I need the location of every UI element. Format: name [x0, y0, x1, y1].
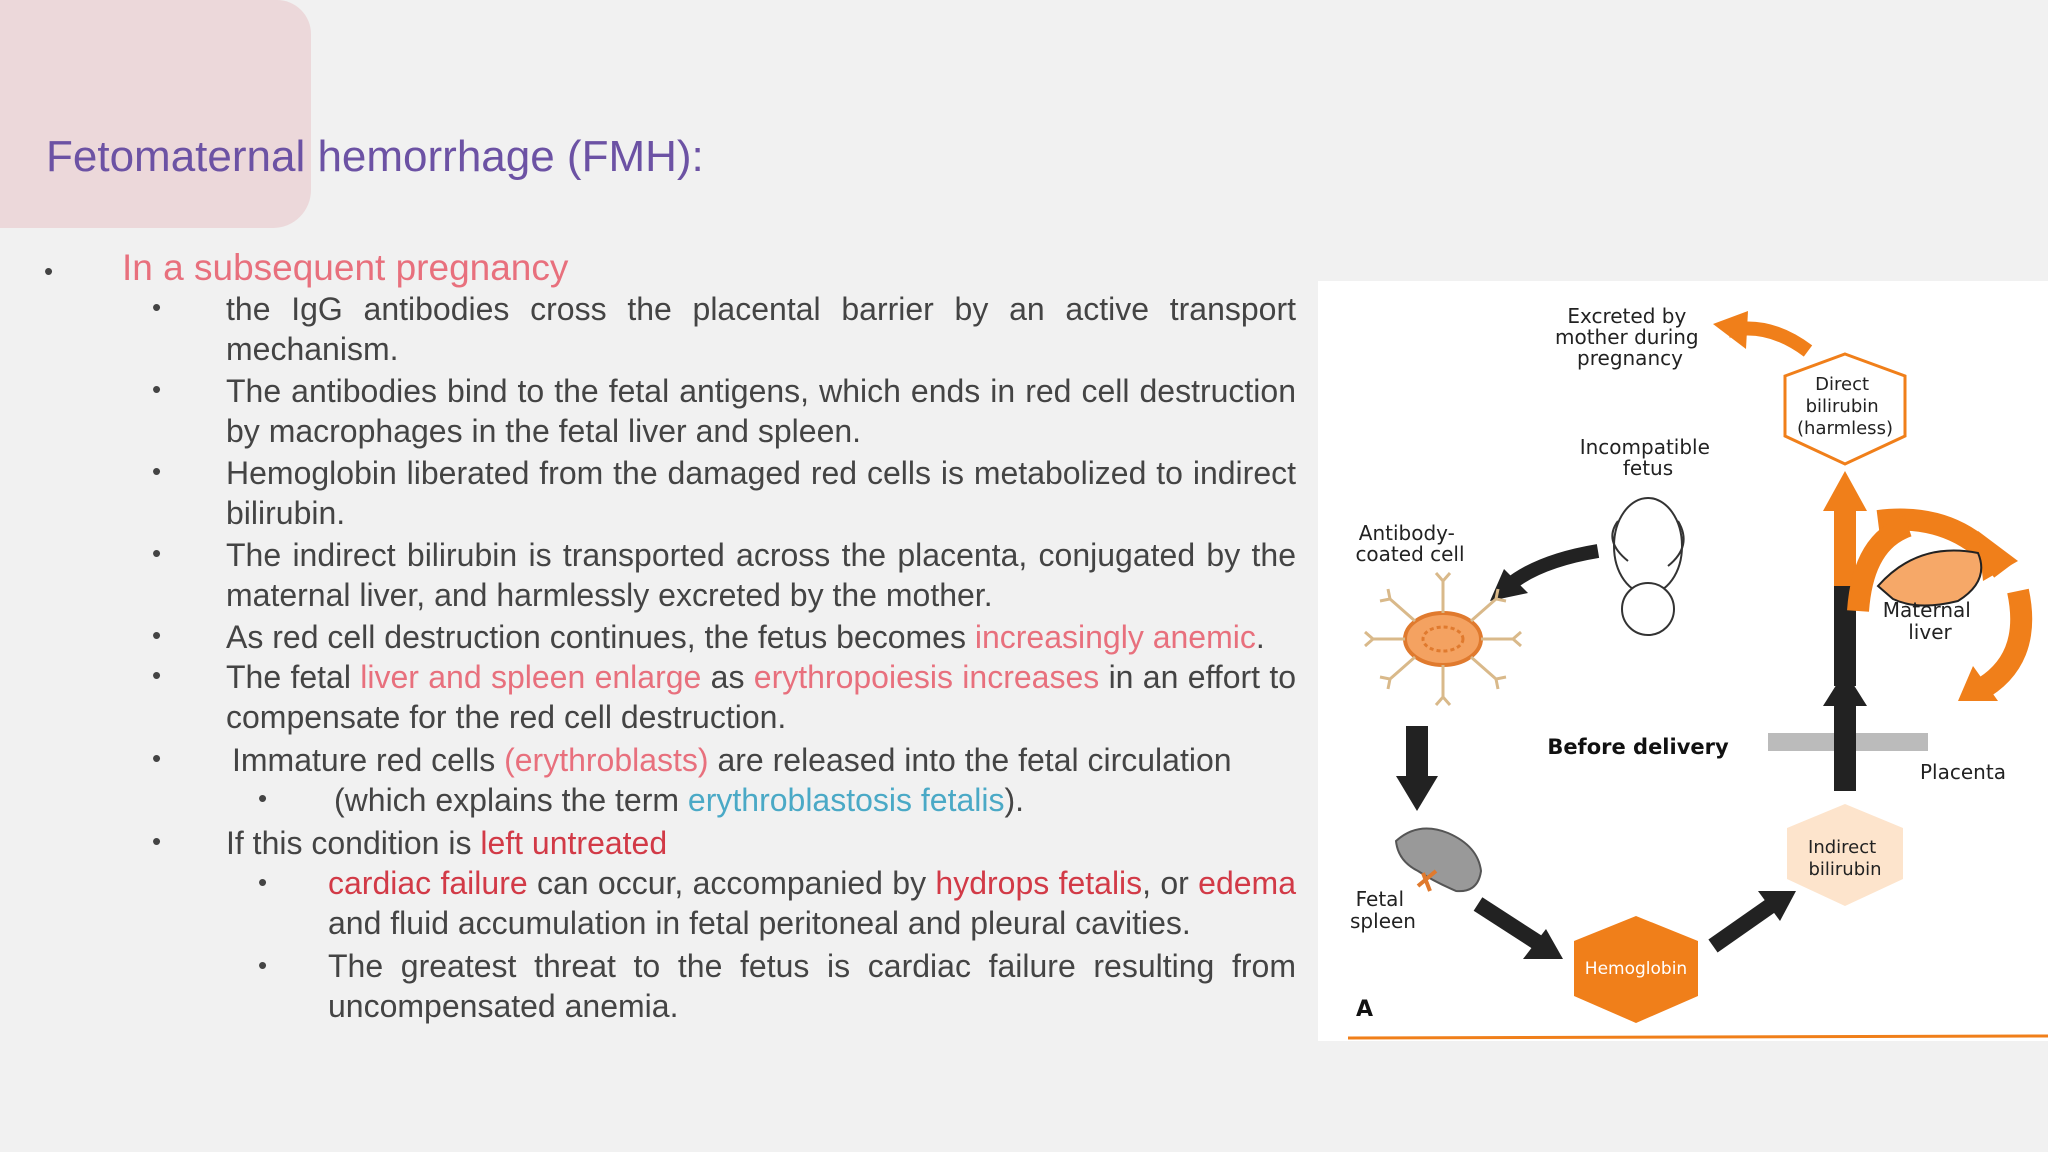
bullet-item-2: The antibodies bind to the fetal antigen…: [226, 373, 1296, 449]
excrete-arrowhead: [1713, 311, 1748, 349]
bullet-dot: •: [152, 374, 162, 404]
direct-bilirubin-label: Direct bilirubin (harmless): [1797, 374, 1893, 439]
highlight-erythroblasts: (erythroblasts): [504, 742, 709, 778]
highlight-untreated: left untreated: [480, 825, 668, 861]
bullet-item-1: the IgG antibodies cross the placental b…: [226, 291, 1296, 367]
bullet-subitem-8a: cardiac failure can occur, accompanied b…: [328, 865, 1296, 941]
bullet-item-8: If this condition is left untreated: [226, 825, 668, 861]
hemoglobin-hexagon: [1574, 916, 1698, 1023]
hemoglobin-label: Hemoglobin: [1585, 959, 1687, 979]
highlight-hydrops: hydrops fetalis: [935, 865, 1143, 901]
bullet-item-5: As red cell destruction continues, the f…: [226, 619, 1265, 655]
bullet-item-6: The fetal liver and spleen enlarge as er…: [226, 659, 1297, 735]
bullet-dot: •: [152, 743, 162, 773]
diagram-baseline: [1347, 1034, 2048, 1040]
fetus-icon: [1611, 497, 1685, 636]
bullet-dot: •: [152, 620, 162, 650]
bullet-dot: •: [258, 950, 268, 980]
section-heading: In a subsequent pregnancy: [122, 247, 569, 288]
bullet-dot: •: [44, 256, 54, 286]
antibody-cell-icon: [1364, 572, 1522, 706]
bullet-subitem-8b: The greatest threat to the fetus is card…: [328, 948, 1296, 1024]
bullet-dot: •: [152, 456, 162, 486]
direct-bilirubin-hexagon: [1783, 352, 1907, 466]
indirect-bilirubin-label: Indirect bilirubin: [1808, 837, 1882, 880]
up-arrow-dark: [1834, 586, 1856, 686]
bullet-subitem-7: (which explains the term erythroblastosi…: [334, 782, 1025, 818]
panel-letter: A: [1356, 997, 1373, 1022]
maternal-liver-label: Maternal liver: [1883, 598, 1977, 644]
highlight-erythropoiesis: erythropoiesis increases: [753, 659, 1100, 695]
bullet-item-7: Immature red cells (erythroblasts) are r…: [232, 742, 1232, 778]
bullet-dot: •: [152, 538, 162, 568]
bullet-item-4: The indirect bilirubin is transported ac…: [226, 537, 1296, 613]
before-delivery-label: Before delivery: [1547, 735, 1729, 759]
bullet-dot: •: [258, 867, 268, 897]
title-accent-shape: [0, 0, 311, 228]
bullet-item-3: Hemoglobin liberated from the damaged re…: [226, 455, 1296, 531]
fetal-spleen-icon: [1394, 827, 1483, 893]
indirect-bilirubin-hexagon: [1787, 804, 1903, 906]
bullet-dot: •: [152, 660, 162, 690]
bullet-dot: •: [258, 783, 268, 813]
bullet-dot: •: [152, 292, 162, 322]
fetal-spleen-label: Fetal spleen: [1350, 887, 1416, 933]
highlight-liver-spleen: liver and spleen enlarge: [360, 659, 702, 695]
highlight-erythroblastosis: erythroblastosis fetalis: [687, 782, 1005, 818]
highlight-edema: edema: [1198, 865, 1296, 901]
bullet-dot: •: [152, 826, 162, 856]
hemolysis-cycle-diagram: Excreted by mother during pregnancy Dire…: [1318, 281, 2048, 1041]
highlight-cardiac-failure: cardiac failure: [328, 865, 528, 901]
highlight-anemic: increasingly anemic: [974, 619, 1256, 655]
liver-icon: [1876, 549, 1983, 607]
excreted-label: Excreted by mother during pregnancy: [1555, 304, 1705, 370]
incompatible-fetus-label: Incompatible fetus: [1580, 435, 1717, 480]
slide-title: Fetomaternal hemorrhage (FMH):: [46, 132, 704, 181]
antibody-coated-cell-label: Antibody- coated cell: [1355, 521, 1464, 566]
placenta-label: Placenta: [1920, 760, 2006, 784]
